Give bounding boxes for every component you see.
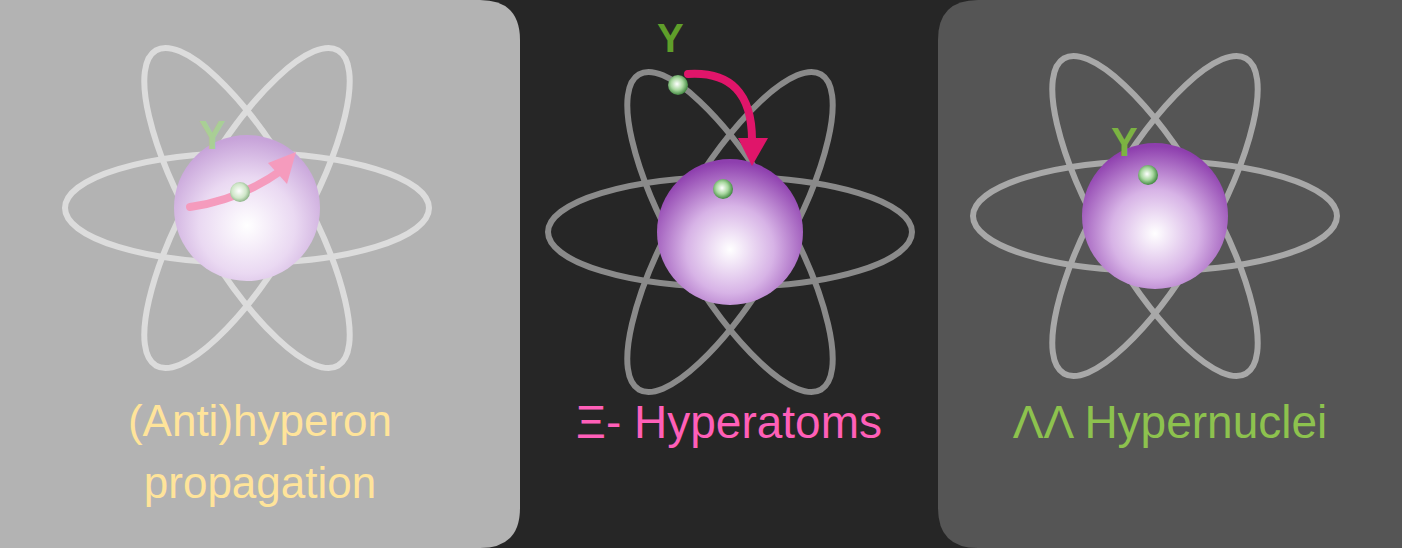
particle-label: Y [1111,122,1138,162]
panel: ΛΛ Hypernuclei [938,380,1402,480]
panel-caption: ΛΛ Hypernuclei [950,390,1390,454]
particle-label: Y [199,115,226,155]
panel: Ξ- Hyperatoms [520,380,938,480]
panel-caption: (Anti)hyperon propagation [90,390,430,513]
panel-caption: Ξ- Hyperatoms [529,390,929,454]
panel: (Anti)hyperon propagation [0,380,520,548]
particle-label: Y [657,18,684,58]
